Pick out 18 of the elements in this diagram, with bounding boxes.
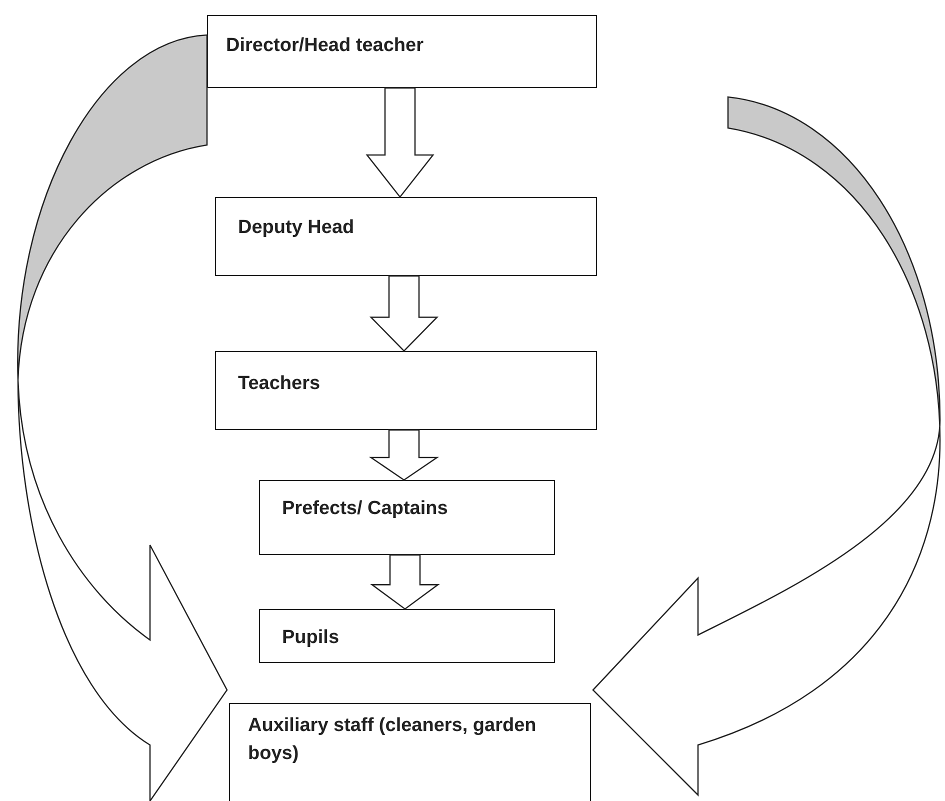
role-box bbox=[229, 703, 591, 801]
role-box bbox=[215, 197, 597, 276]
role-label: Pupils bbox=[282, 626, 340, 650]
role-label: Deputy Head bbox=[238, 216, 356, 240]
curved-block-arrow bbox=[17, 34, 228, 801]
block-arrow bbox=[366, 87, 434, 198]
role-label: Prefects/ Captains bbox=[282, 497, 449, 521]
block-arrow bbox=[369, 275, 439, 352]
block-arrow bbox=[368, 429, 440, 481]
role-box bbox=[215, 351, 597, 430]
role-label: Auxiliary staff (cleaners, garden boys) bbox=[248, 714, 538, 766]
role-box bbox=[259, 609, 555, 663]
role-box bbox=[259, 480, 555, 555]
curved-block-arrow bbox=[592, 96, 941, 796]
role-label: Director/Head teacher bbox=[226, 34, 424, 58]
block-arrow bbox=[370, 554, 440, 610]
role-box bbox=[207, 15, 597, 88]
role-label: Teachers bbox=[238, 372, 322, 396]
